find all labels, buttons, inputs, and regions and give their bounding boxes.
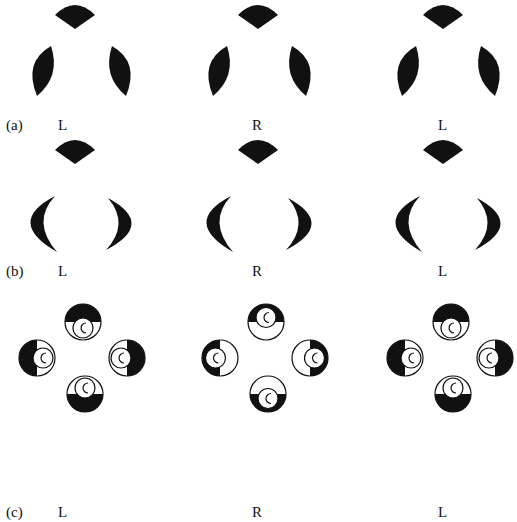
eye-label: L	[58, 118, 67, 133]
eye-label: L	[438, 505, 447, 520]
eye-label: L	[438, 118, 447, 133]
eye-label: R	[252, 505, 262, 520]
panel-letter: (c)	[6, 505, 23, 520]
eye-label: R	[252, 118, 262, 133]
panel-letter: (b)	[6, 264, 24, 279]
panel-letter: (a)	[6, 118, 23, 133]
eye-label: L	[58, 264, 67, 279]
eye-label: L	[438, 264, 447, 279]
row-c-shapes	[19, 304, 513, 412]
row-b-shapes	[30, 140, 500, 252]
eye-label: R	[252, 264, 262, 279]
row-a-shapes	[32, 5, 499, 96]
eye-label: L	[58, 505, 67, 520]
